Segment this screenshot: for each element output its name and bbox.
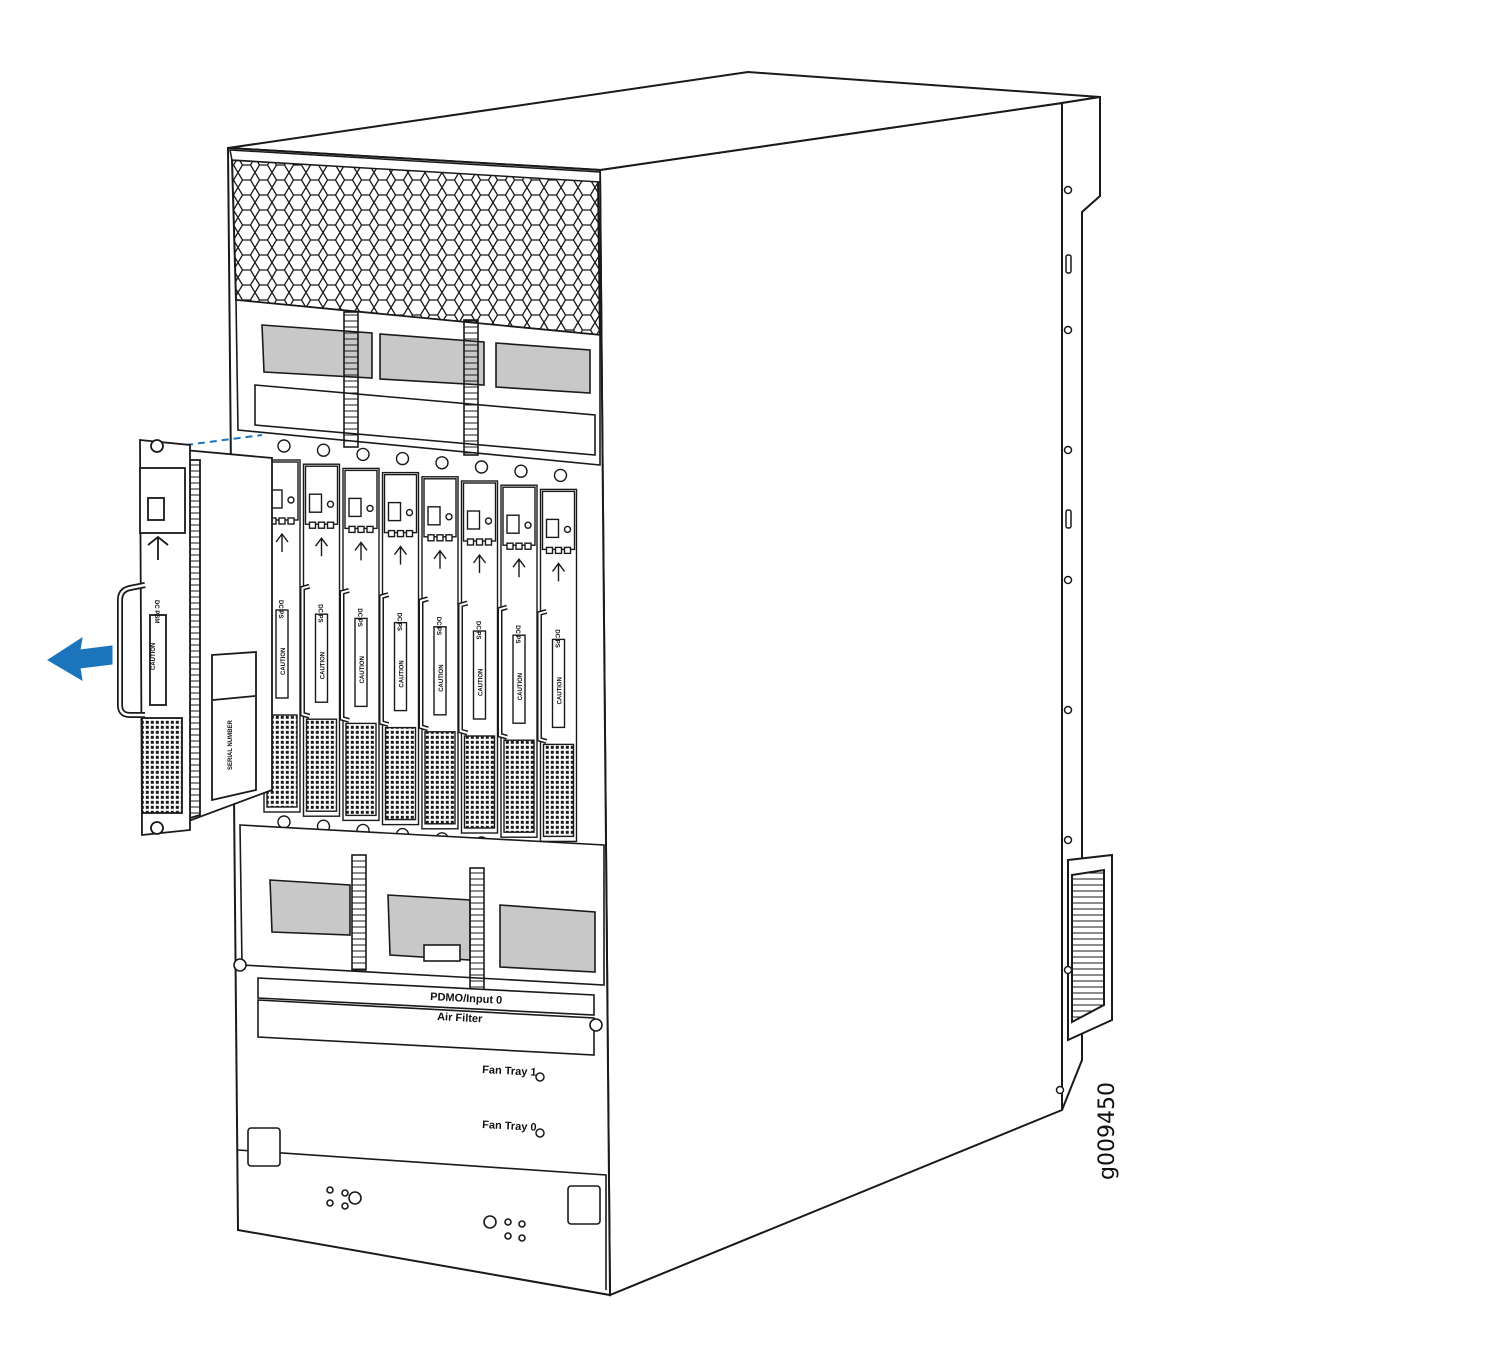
removed-psm-label: DC PSM: [153, 600, 159, 623]
chassis-side-panel: [227, 70, 1113, 1297]
front-labels: [257, 977, 595, 1056]
psm-slot-caution: CAUTION: [360, 656, 366, 683]
psm-slot-3: DC PS CAUTION: [339, 447, 380, 838]
psm-slot-label: DC PS: [277, 600, 283, 618]
psm-slot-label: DC PS: [554, 629, 560, 647]
psm-slot-label: DC PS: [356, 608, 362, 626]
fan-tray-0-led: [535, 1128, 545, 1138]
removed-psm: [117, 439, 273, 836]
psm-slot-caution: CAUTION: [281, 648, 287, 675]
psm-slot-label: DC PS: [475, 621, 481, 639]
psm-slot-5: DC PS CAUTION: [418, 456, 459, 846]
psm-slot-caution: CAUTION: [479, 669, 485, 696]
fan-tray-1-label: Fan Tray 1: [482, 1064, 537, 1079]
psm-slot-7: DC PS CAUTION: [497, 464, 538, 854]
fan-tray-0-label: Fan Tray 0: [482, 1119, 537, 1134]
alignment-guide: [185, 434, 263, 446]
removed-psm-serial: SERIAL NUMBER: [228, 719, 234, 770]
psm-slot-2: DC PS CAUTION: [300, 443, 341, 833]
psm-slot-label: DC PS: [396, 613, 402, 631]
psm-slot-8: DC PS CAUTION: [537, 468, 578, 859]
removed-psm-caution: CAUTION: [151, 643, 157, 670]
fan-tray-1-led: [535, 1072, 545, 1082]
air-filter-label: Air Filter: [437, 1011, 484, 1025]
upper-power-module: [235, 299, 601, 466]
psm-slot-caution: CAUTION: [518, 673, 524, 700]
pdm-input-label: PDMO/Input 0: [430, 991, 503, 1007]
psm-slot-label: DC PS: [317, 604, 323, 622]
psm-slot-caution: CAUTION: [321, 652, 327, 679]
lower-power-module: [239, 824, 605, 994]
psm-slot-label: DC PS: [514, 625, 520, 643]
psm-slot-caution: CAUTION: [439, 664, 445, 691]
side-panel-holes: [1055, 185, 1073, 1095]
arrow-left-icon: [47, 636, 113, 681]
psm-slot-caution: CAUTION: [400, 660, 406, 687]
chassis-bottom: [233, 958, 607, 1290]
figure-id: g009450: [1095, 1082, 1120, 1180]
psm-slot-caution: CAUTION: [558, 677, 564, 704]
psm-slot-6: DC PS CAUTION: [458, 460, 499, 850]
psm-slot-label: DC PS: [435, 617, 441, 635]
psm-slot-4: DC PS CAUTION: [379, 451, 420, 842]
